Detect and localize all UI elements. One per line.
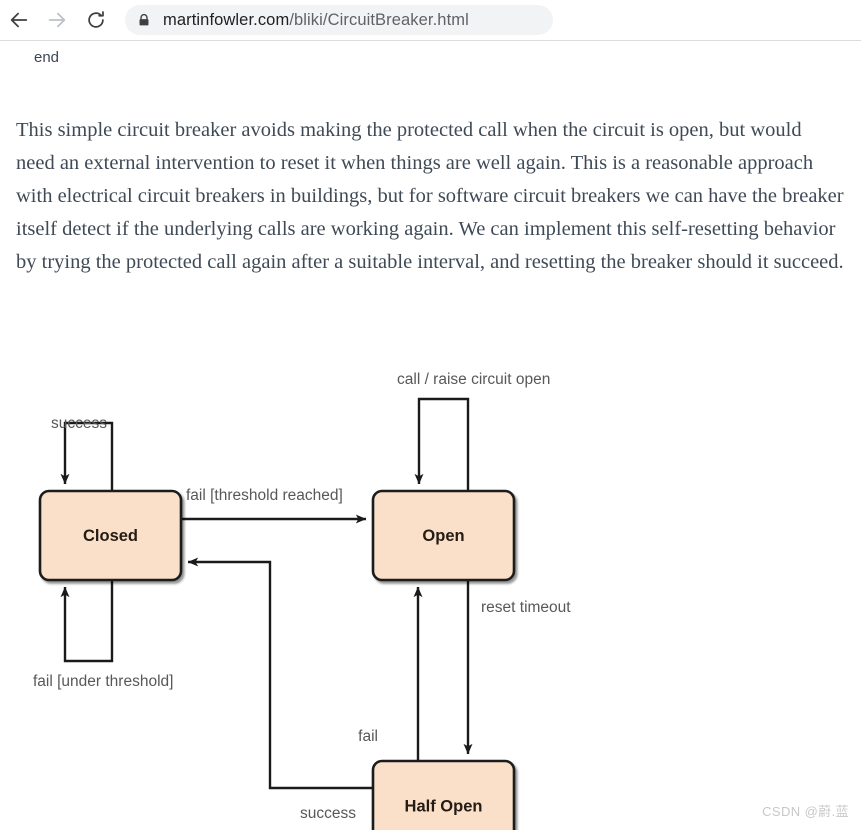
edge-label-half-open-to-open: fail [358, 728, 378, 745]
transition-open-self-call [414, 397, 470, 491]
edge-label-open-to-half-open: reset timeout [481, 599, 571, 616]
edge-label-closed-self-success: success [51, 415, 107, 432]
transition-closed-self-success [60, 421, 114, 491]
state-box-open[interactable] [371, 489, 516, 582]
forward-arrow-icon [48, 12, 66, 28]
code-block-tail: end [34, 49, 60, 66]
state-node-open[interactable]: Open [371, 489, 516, 582]
browser-toolbar: martinfowler.com/bliki/CircuitBreaker.ht… [0, 0, 861, 41]
edge-label-closed-self-fail: fail [under threshold] [33, 673, 173, 690]
page-content: end This simple circuit breaker avoids m… [0, 41, 861, 830]
state-box-half-open[interactable] [371, 759, 516, 830]
lock-icon [139, 13, 149, 26]
state-label-closed: Closed [83, 527, 138, 545]
back-button[interactable] [3, 4, 35, 36]
state-diagram-svg: Closed Open Half Open success fail [unde… [33, 371, 571, 830]
state-label-half-open: Half Open [405, 797, 483, 815]
back-arrow-icon [10, 12, 28, 28]
reload-icon [88, 11, 104, 28]
edge-label-half-open-to-closed: success [300, 805, 356, 822]
edge-label-closed-to-open: fail [threshold reached] [186, 487, 343, 504]
url-host: martinfowler.com [163, 10, 290, 29]
transition-closed-self-fail [60, 580, 114, 663]
circuit-breaker-state-diagram: Closed Open Half Open success fail [unde… [0, 271, 861, 830]
article-paragraph: This simple circuit breaker avoids makin… [16, 118, 844, 273]
state-node-half-open[interactable]: Half Open [371, 759, 516, 830]
csdn-watermark: CSDN @蔚.蓝 [762, 804, 849, 819]
state-label-open: Open [422, 527, 464, 545]
transition-half-open-to-closed [187, 557, 373, 790]
state-box-closed[interactable] [38, 489, 183, 582]
address-bar-url: martinfowler.com/bliki/CircuitBreaker.ht… [163, 11, 469, 30]
forward-button[interactable] [41, 4, 73, 36]
address-bar[interactable]: martinfowler.com/bliki/CircuitBreaker.ht… [125, 5, 553, 35]
edge-label-open-self-call: call / raise circuit open [397, 371, 550, 388]
reload-button[interactable] [80, 4, 112, 36]
state-node-closed[interactable]: Closed [38, 489, 183, 582]
url-path: /bliki/CircuitBreaker.html [289, 10, 469, 29]
